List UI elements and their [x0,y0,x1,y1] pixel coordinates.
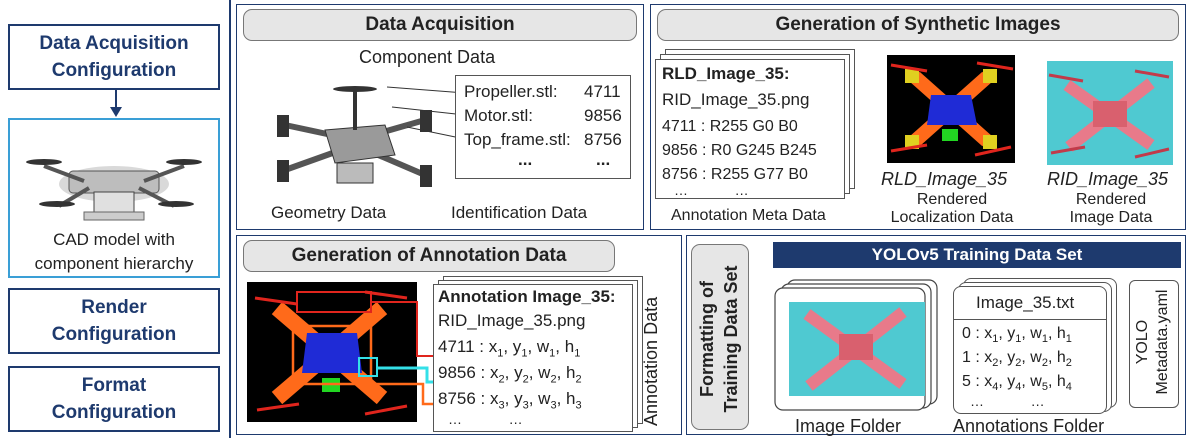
annotation-row-2: 9856 : x2, y2, w2, h2 [438,363,582,386]
annotation-row-2-id: 9856 [438,363,476,382]
meta-row-2: 9856 : R0 G245 B245 [662,142,817,159]
annotation-row-1-id: 4711 [438,337,475,356]
annotation-row-3-id: 8756 [438,389,476,408]
data-acquisition-title: Data Acquisition [243,9,637,41]
rid-label: Rendered Image Data [1069,191,1153,226]
txt-sheet: Image_35.txt 0 : x1, y1, w1, h1 1 : x2, … [953,286,1107,414]
meta-row-1: 4711 : R255 G0 B0 [662,118,798,135]
annotation-side-label: Annotation Data [641,296,661,426]
id-row-name-2: Motor.stl: [464,106,533,125]
txt-title: Image_35.txt [976,293,1075,312]
id-ellipsis-1: ... [518,150,533,169]
formatting-panel: Formatting of Training Data Set YOLOv5 T… [686,235,1186,436]
identification-table: Propeller.stl: 4711 Motor.stl: 9856 Top_… [455,75,631,179]
annotation-data-panel: Generation of Annotation Data Annotation… [236,235,682,435]
meta-row-3: 8756 : R255 G77 B0 [662,166,808,183]
annotation-sheet-file: RID_Image_35.png [438,311,586,330]
txt-divider [954,319,1106,320]
annotation-row-3: 8756 : x3, y3, w3, h3 [438,389,582,412]
rld-name: RLD_Image_35 [881,169,1008,189]
data-acquisition-config: Data Acquisition Configuration [8,24,220,90]
formatting-vertical-title: Formatting of Training Data Set [697,265,741,413]
annotation-row-1: 4711 : x1, y1, w1, h1 [438,337,581,360]
data-acquisition-config-label: Data Acquisition Configuration [39,33,189,81]
id-ellipsis-2: ... [596,150,611,169]
format-config: Format Configuration [8,366,220,432]
format-config-label: Format Configuration [51,375,177,423]
txt-row-1: 0 : x1, y1, w1, h1 [962,325,1072,346]
down-arrow-icon [110,90,122,117]
id-row-id-3: 8756 [584,130,622,149]
annotated-rld-image [247,282,445,422]
annotation-meta-sheet: RLD_Image_35: RID_Image_35.png 4711 : R2… [655,59,845,199]
id-row-id-2: 9856 [584,106,622,125]
formatting-vertical-title-box [691,244,749,430]
annotations-folder-label: Annotations Folder [953,416,1105,436]
render-config: Render Configuration [8,288,220,354]
id-row-id-1: 4711 [584,82,621,101]
cad-caption: CAD model with component hierarchy [34,230,194,273]
synthetic-images-panel: Generation of Synthetic Images RLD_Image… [650,4,1186,230]
render-config-label: Render Configuration [51,297,177,345]
meta-ellipsis: … … [674,182,749,198]
rld-label: Rendered Localization Data [890,191,1014,226]
column-divider [229,0,231,438]
identification-data-label: Identification Data [451,203,588,222]
data-acquisition-panel: Data Acquisition Component Data Propelle… [236,4,644,230]
cad-drone-image [26,159,202,221]
cad-model-box: CAD model with component hierarchy [8,118,220,278]
yaml-label: YOLO Metadata.yaml [1134,289,1171,395]
txt-row-2: 1 : x2, y2, w2, h2 [962,349,1072,370]
component-data-label: Component Data [359,47,496,67]
id-row-name-3: Top_frame.stl: [464,130,571,149]
annotation-sheet-title: Annotation Image_35: [438,287,616,306]
annotation-meta-label: Annotation Meta Data [671,207,826,224]
rid-image [1047,61,1173,165]
geometry-data-label: Geometry Data [271,203,387,222]
yolo-banner: YOLOv5 Training Data Set [773,242,1181,268]
annotation-sheet: Annotation Image_35: RID_Image_35.png 47… [433,284,633,432]
drone-geometry-image [277,86,432,187]
annotation-ellipsis: … … [448,411,523,427]
txt-ellipsis: … … [970,393,1045,409]
annotation-data-title: Generation of Annotation Data [243,240,615,272]
yaml-box [1129,280,1179,408]
image-folder-label: Image Folder [795,416,902,436]
image-folder-icon [774,279,938,411]
meta-file: RID_Image_35.png [662,90,810,109]
txt-row-3: 5 : x4, y4, w5, h4 [962,373,1072,394]
rid-name: RID_Image_35 [1047,169,1169,189]
meta-title: RLD_Image_35: [662,64,790,83]
rld-image [887,55,1015,163]
id-row-name-1: Propeller.stl: [464,82,558,101]
synthetic-images-title: Generation of Synthetic Images [657,9,1179,41]
